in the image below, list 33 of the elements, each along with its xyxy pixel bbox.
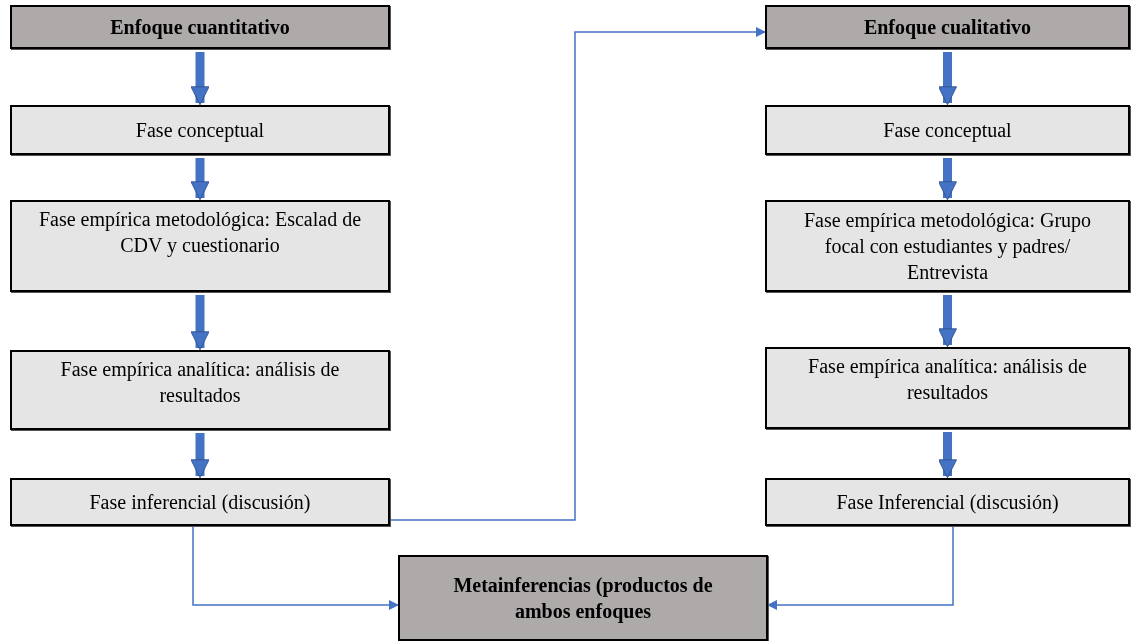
box-text: Fase inferencial (discusión) [89,490,311,515]
process-box [10,200,390,292]
box-text: Enfoque cualitativo [863,15,1032,40]
box-text: Fase conceptual [135,118,265,143]
heading-box [765,5,1130,49]
process-box [765,478,1130,526]
block-arrow [938,52,957,106]
box-text: Metainferencias (productos de ambos enfoques [452,573,714,624]
block-arrow [190,52,210,106]
block-arrow [938,432,957,479]
process-box [10,478,390,526]
block-arrow [938,158,957,201]
box-text: Fase empírica metodológica: Grupo focal con estudiantes y padres/ Entrevista [802,208,1093,285]
process-box [765,347,1130,429]
process-box [765,105,1130,155]
box-text: Fase empírica metodológica: Escalad de CDV y cuestionario [37,207,363,258]
box-text: Fase Inferencial (discusión) [836,490,1059,515]
process-box [765,200,1130,292]
process-box [10,350,390,430]
process-box [10,105,390,155]
block-arrow [190,433,210,479]
heading-box [10,5,390,49]
box-text: Fase conceptual [883,118,1012,143]
block-arrow [190,158,210,201]
block-arrow [938,295,957,348]
box-text: Fase empírica analítica: análisis de resultados [807,354,1088,405]
arrow [192,525,399,610]
heading-box [398,555,768,641]
box-text: Fase empírica analítica: análisis de resultados [59,357,341,408]
arrow [767,525,954,610]
box-text: Enfoque cuantitativo [110,15,290,40]
block-arrow [190,295,210,351]
arrow [389,27,766,521]
